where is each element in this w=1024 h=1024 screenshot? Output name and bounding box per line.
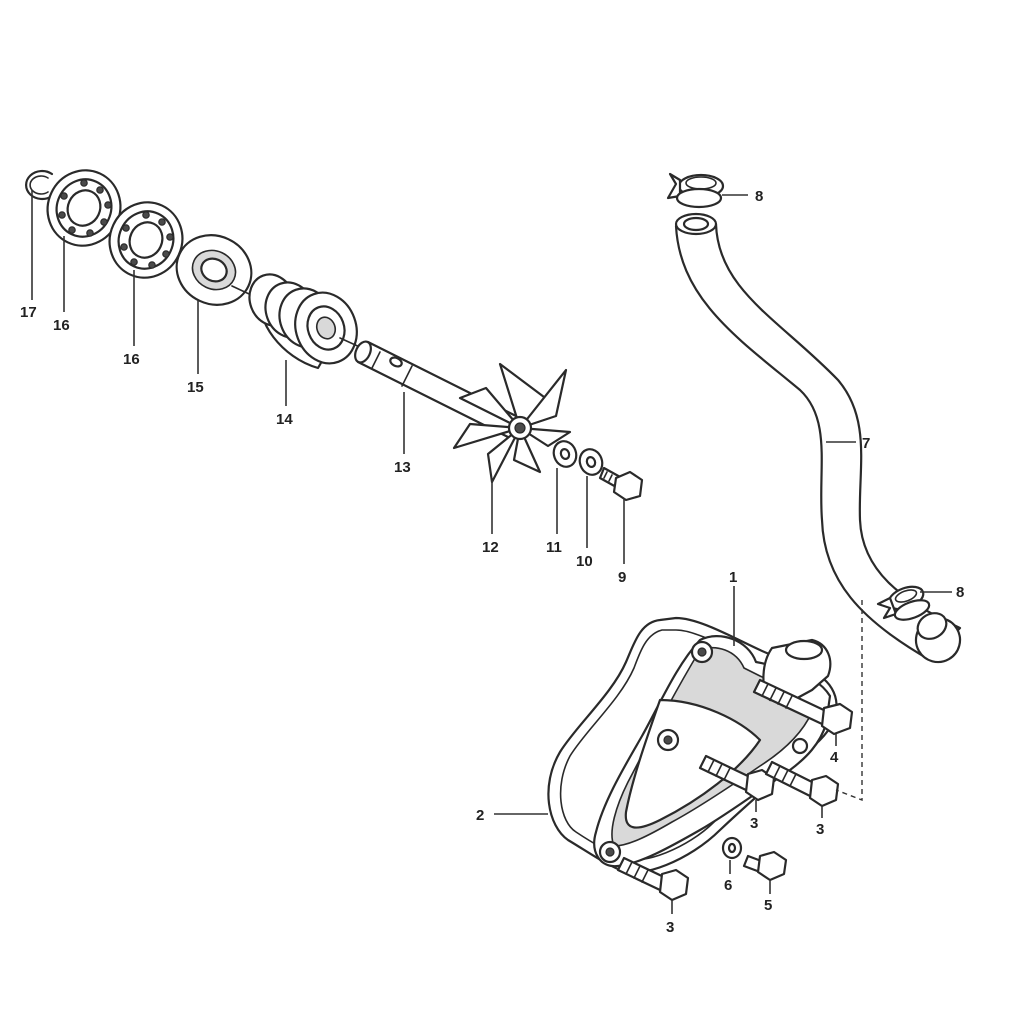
callout-4: 4 — [830, 749, 839, 766]
callout-3b: 3 — [816, 821, 824, 838]
callout-14: 14 — [276, 411, 293, 428]
bolt-5 — [742, 850, 788, 882]
callout-15: 15 — [187, 379, 204, 396]
hose-clamp-8-bottom — [876, 585, 931, 621]
pulley-seal-14 — [248, 273, 358, 370]
callout-16a: 16 — [53, 317, 70, 334]
bolt-3-middle — [698, 754, 776, 802]
callout-6: 6 — [724, 877, 732, 894]
callout-11: 11 — [546, 539, 562, 556]
washer-6 — [721, 836, 743, 860]
callout-7: 7 — [862, 435, 870, 452]
hose-7 — [674, 212, 962, 664]
callout-17: 17 — [20, 304, 37, 321]
callout-1: 1 — [729, 569, 737, 586]
hose-clamp-8-top — [666, 172, 725, 209]
callout-10: 10 — [576, 553, 593, 570]
callout-9: 9 — [618, 569, 626, 586]
callouts: 17 16 16 15 14 13 12 11 10 9 8 7 8 1 2 4… — [20, 188, 964, 936]
washer-10 — [578, 448, 604, 476]
callout-3a: 3 — [750, 815, 758, 832]
callout-2: 2 — [476, 807, 484, 824]
bolt-9 — [598, 466, 644, 502]
callout-16b: 16 — [123, 351, 140, 368]
impeller-12 — [452, 362, 572, 484]
callout-3c: 3 — [666, 919, 674, 936]
shaft-13 — [339, 337, 522, 440]
bearing-16-left — [46, 169, 122, 247]
callout-8b: 8 — [956, 584, 964, 601]
callout-5: 5 — [764, 897, 772, 914]
bolt-3-bottom — [616, 856, 690, 902]
bolt-4 — [752, 678, 854, 736]
callout-13: 13 — [394, 459, 411, 476]
circlip-17 — [25, 169, 54, 201]
assembly-dashed-line — [835, 600, 863, 802]
callout-8a: 8 — [755, 188, 763, 205]
bolt-3-right — [764, 760, 840, 808]
leader-lines — [31, 190, 952, 914]
bearing-16-right — [108, 201, 184, 279]
washer-11 — [552, 440, 578, 468]
seal-ring-15 — [175, 234, 263, 306]
callout-12: 12 — [482, 539, 499, 556]
